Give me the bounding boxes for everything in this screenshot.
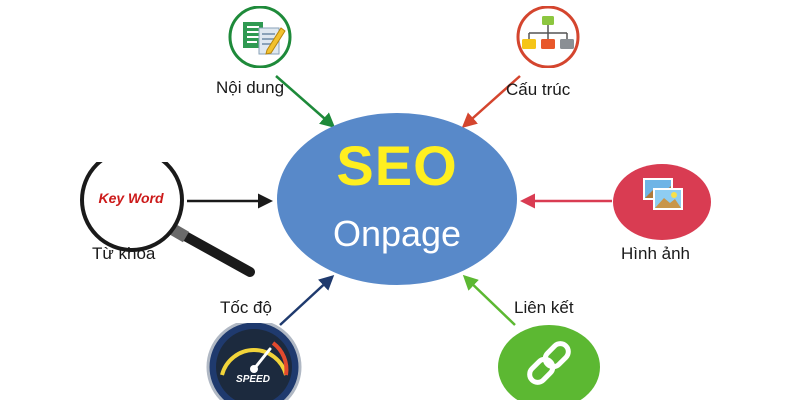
content-label: Nội dung [216, 78, 285, 97]
org-chart-icon [516, 6, 580, 68]
seo-onpage-hub: SEO Onpage [277, 113, 517, 285]
links-label: Liên kết [514, 298, 574, 317]
structure-label: Cấu trúc [506, 80, 571, 99]
magnifier-icon [80, 162, 255, 277]
arrow-content [275, 75, 336, 128]
speed-label: Tốc độ [220, 298, 272, 317]
hub-title: SEO [336, 134, 458, 197]
hub-subtitle: Onpage [332, 213, 462, 254]
document-pencil-icon [228, 6, 292, 68]
arrow-speed [279, 274, 335, 326]
image-gallery-icon [613, 164, 711, 240]
keyword-lens-text: Key Word [98, 190, 164, 206]
images-label: Hình ảnh [621, 244, 690, 263]
arrow-links [462, 274, 516, 326]
chain-link-icon [498, 325, 600, 400]
speedometer-icon [206, 323, 302, 400]
arrow-structure [461, 75, 521, 128]
speed-gauge-text: SPEED [236, 374, 270, 385]
keyword-label: Từ khóa [92, 244, 156, 263]
